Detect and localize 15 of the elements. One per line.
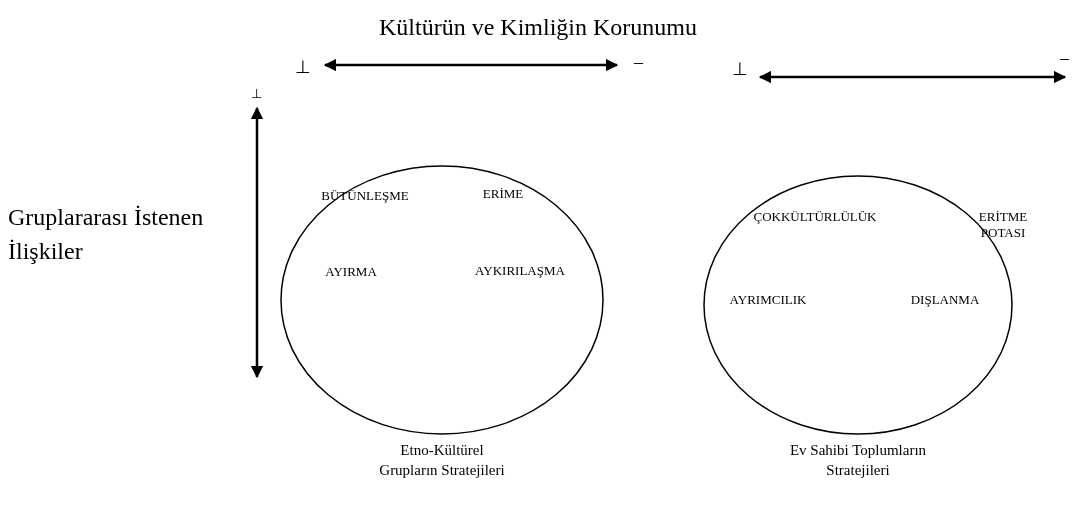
sign-label: – — [634, 52, 643, 73]
strategy-label: ERİME — [482, 186, 524, 202]
axis-title: Gruplararası İstenen İlişkiler — [8, 203, 205, 266]
sign-label: ⊥ — [295, 56, 311, 78]
strategy-label: AYIRMA — [325, 264, 377, 280]
strategy-label: ÇOKKÜLTÜRLÜLÜK — [753, 209, 877, 225]
strategy-label: AYKIRILAŞMA — [475, 263, 565, 279]
sign-label: ⊥ — [251, 86, 262, 102]
group-caption: Etno-Kültürel Grupların Stratejileri — [378, 441, 506, 480]
strategy-label: AYRIMCILIK — [729, 292, 807, 308]
axis-title: Kültürün ve Kimliğin Korunumu — [378, 14, 698, 41]
strategy-label: DIŞLANMA — [910, 292, 980, 308]
group-caption: Ev Sahibi Toplumların Stratejileri — [788, 441, 928, 480]
sign-label: ⊥ — [732, 58, 748, 80]
sign-label: – — [1060, 48, 1069, 69]
